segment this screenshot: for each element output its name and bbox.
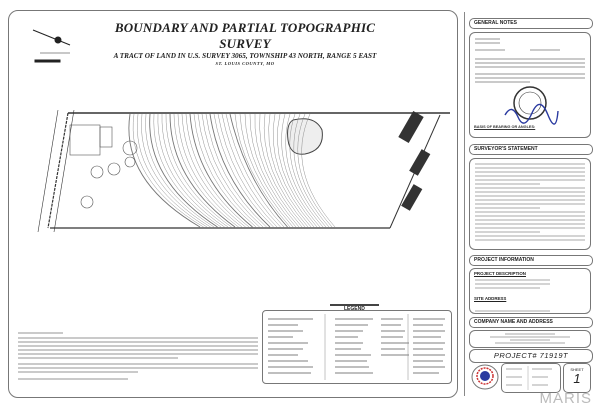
building-outline: [69, 124, 113, 156]
title-block: BOUNDARY AND PARTIAL TOPOGRAPHIC SURVEY …: [100, 20, 390, 66]
trees: [80, 140, 138, 209]
north-arrow-icon: [32, 29, 71, 63]
county-label: ST. LOUIS COUNTY, MO: [215, 61, 275, 66]
company-logo: [471, 364, 499, 390]
drawing-info-table: [501, 363, 561, 393]
project-number: PROJECT# 71919T: [469, 349, 593, 363]
survey-plat-drawing: [32, 29, 450, 233]
topographic-contours: [128, 113, 336, 228]
property-boundary: [37, 109, 450, 233]
pond: [287, 118, 323, 155]
project-information-box: PROJECT DESCRIPTION SITE ADDRESS: [469, 268, 591, 314]
site-address-label: SITE ADDRESS: [474, 296, 507, 301]
tree-labels: [398, 111, 431, 211]
surveyor-signature: [504, 103, 559, 125]
maris-watermark: MARIS: [539, 390, 592, 407]
survey-subtitle: A TRACT OF LAND IN U.S. SURVEY 3065, TOW…: [113, 52, 377, 60]
title-sidebar: GENERAL NOTES BASIS OF BEARING OR ANGLES…: [464, 12, 593, 396]
project-description-label: PROJECT DESCRIPTION: [474, 271, 526, 276]
project-information-header: PROJECT INFORMATION: [469, 255, 593, 266]
legend-entries: [268, 314, 445, 380]
drawing-frame: [8, 10, 458, 398]
legal-description-notes: [18, 330, 258, 386]
survey-title: BOUNDARY AND PARTIAL TOPOGRAPHIC SURVEY: [114, 20, 376, 51]
basis-of-bearing-label: BASIS OF BEARING OR ANGLES:: [474, 125, 536, 129]
sheet-number: 1: [573, 371, 581, 386]
surveyor-seal: [504, 86, 559, 125]
sheet-box: SHEET 1: [563, 363, 591, 393]
company-address-box: [469, 330, 591, 348]
legend-title: LEGEND: [330, 304, 379, 312]
general-notes-header: GENERAL NOTES: [469, 18, 593, 29]
company-name-header: COMPANY NAME AND ADDRESS: [469, 317, 593, 328]
legend-box: [262, 310, 452, 384]
surveyors-statement-box: [469, 158, 591, 250]
surveyors-statement-header: SURVEYOR'S STATEMENT: [469, 144, 593, 155]
sheet-label: SHEET: [570, 367, 584, 372]
general-notes-box: BASIS OF BEARING OR ANGLES:: [469, 32, 591, 138]
